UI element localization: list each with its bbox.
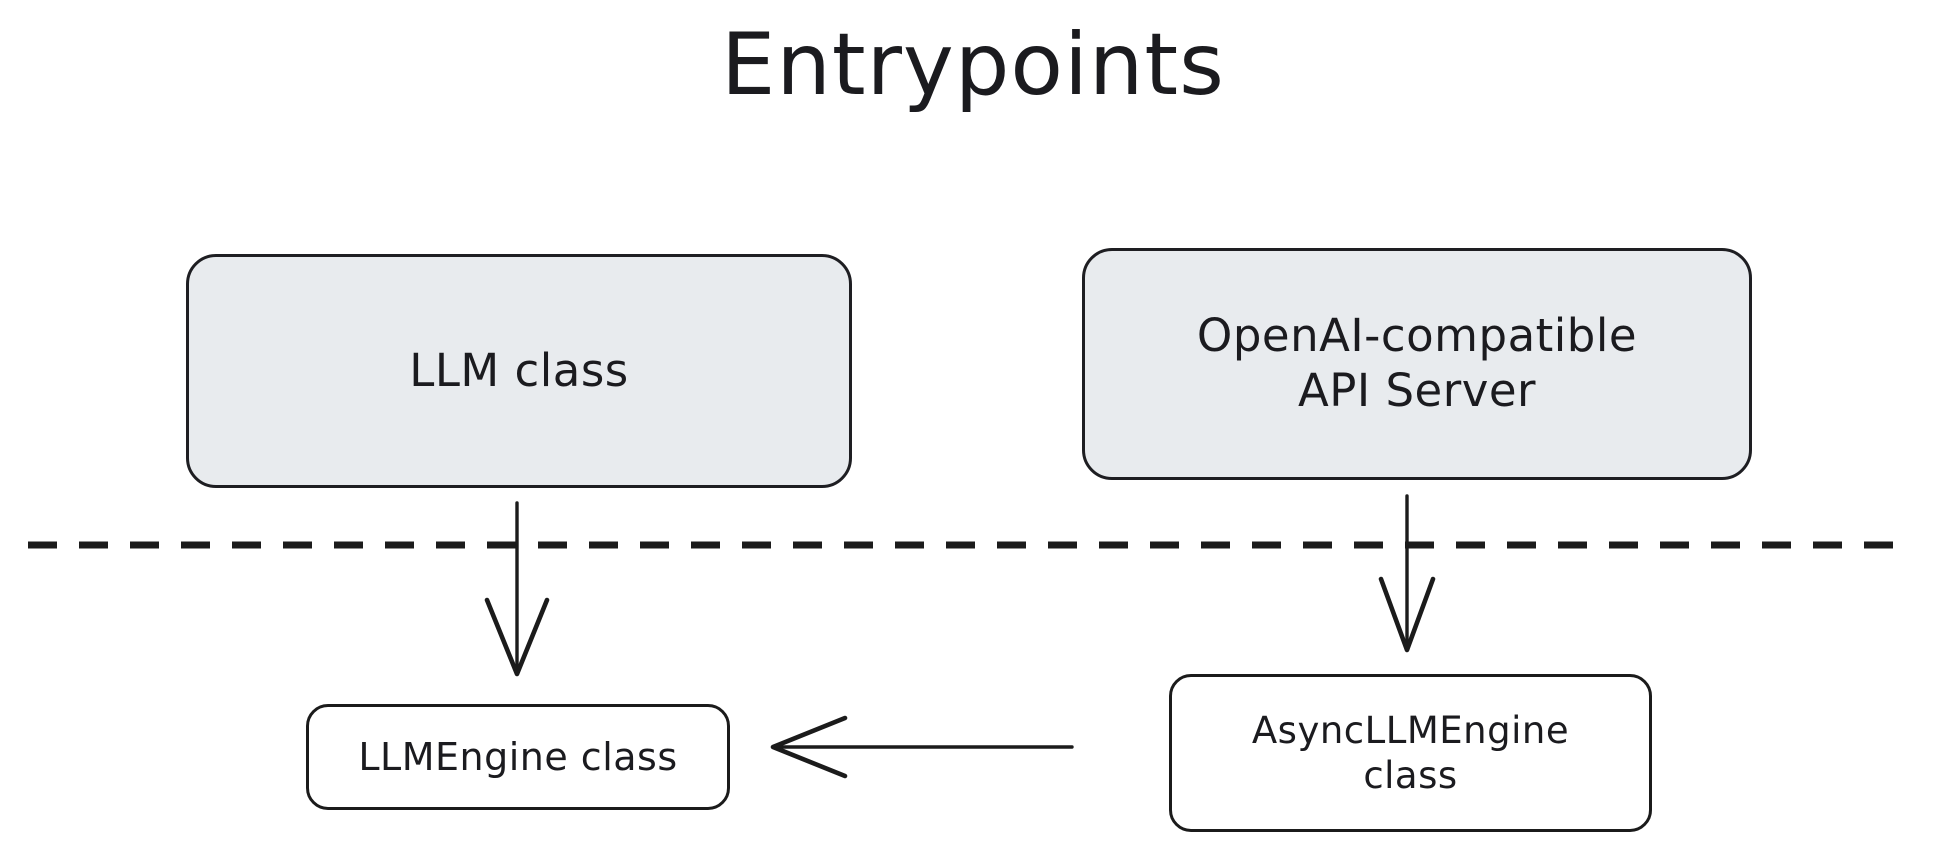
node-llmengine-class[interactable]: LLMEngine class [306, 704, 730, 810]
node-llm-class[interactable]: LLM class [186, 254, 852, 488]
edge-apiserver-to-asyncllmengine [1378, 494, 1436, 653]
node-llmengine-class-label: LLMEngine class [358, 734, 678, 779]
page-title: Entrypoints [721, 15, 1225, 115]
node-openai-compatible-api-server[interactable]: OpenAI-compatible API Server [1082, 248, 1752, 480]
node-llm-class-label: LLM class [409, 343, 629, 397]
node-openai-compatible-api-server-label: OpenAI-compatible API Server [1196, 309, 1638, 417]
edge-llm-to-llmengine [484, 501, 550, 677]
node-asyncllmengine-class[interactable]: AsyncLLMEngine class [1169, 674, 1652, 832]
node-asyncllmengine-class-label: AsyncLLMEngine class [1251, 708, 1570, 797]
edge-asyncllmengine-to-llmengine [770, 715, 1074, 779]
